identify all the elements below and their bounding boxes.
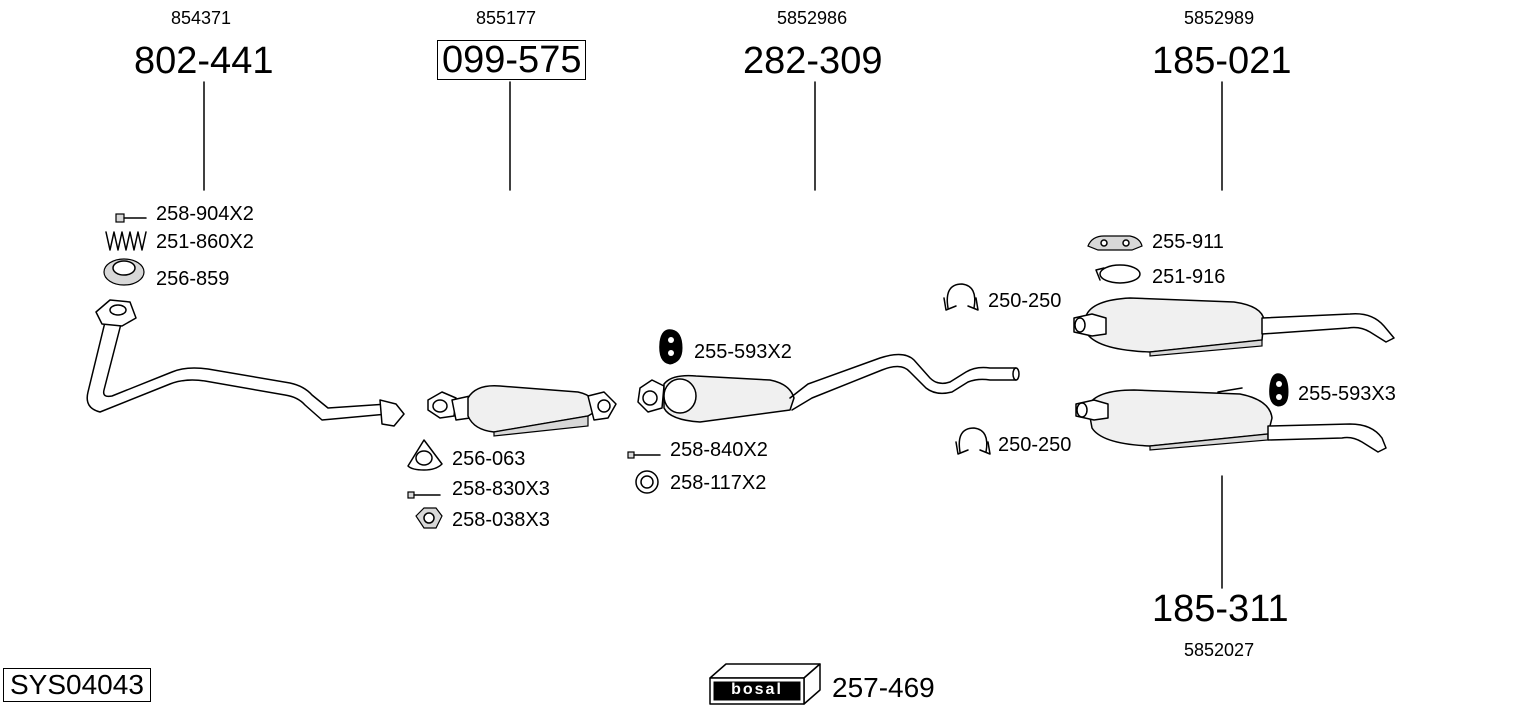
- accessory-label: 251-860X2: [156, 231, 254, 253]
- accessory-label: 250-250: [988, 290, 1062, 312]
- accessory-label: 251-916: [1152, 266, 1226, 288]
- part-number: 282-309: [743, 40, 883, 82]
- washer-icon: [635, 470, 659, 494]
- rubber-mount-icon: [1269, 373, 1289, 407]
- accessory-label: 258-117X2: [670, 472, 767, 494]
- clamp-icon: [955, 427, 991, 455]
- system-code: SYS04043: [3, 668, 151, 702]
- accessory-label: 255-593X2: [694, 341, 792, 363]
- flange-gasket-icon: [407, 439, 443, 471]
- accessory-label: 258-840X2: [670, 439, 768, 461]
- nut-icon: [415, 507, 443, 529]
- gasket-ring-icon: [103, 258, 145, 286]
- accessory-label: 256-859: [156, 268, 230, 290]
- part-number: 185-311: [1152, 588, 1289, 630]
- front-pipe: [86, 299, 405, 427]
- bolt-icon: [407, 491, 441, 499]
- bolt-icon: [115, 213, 147, 223]
- logo-part-number: 257-469: [832, 672, 935, 703]
- bolt-icon: [627, 451, 661, 459]
- rear-silencer-185-021: [1073, 297, 1395, 357]
- part-number: 802-441: [134, 40, 274, 82]
- clamp-band-icon: [1095, 264, 1141, 284]
- part-number: 185-021: [1152, 40, 1292, 82]
- accessory-label: 255-593X3: [1298, 383, 1396, 405]
- oe-number: 5852989: [1184, 8, 1255, 28]
- logo-text: bosal: [731, 681, 783, 698]
- part-number-boxed: 099-575: [437, 40, 587, 80]
- oe-number: 854371: [171, 8, 232, 28]
- spring-icon: [105, 231, 147, 251]
- clamp-icon: [943, 283, 979, 311]
- middle-silencer: [637, 353, 1020, 423]
- rubber-mount-icon: [659, 329, 683, 365]
- hanger-icon: [1087, 235, 1143, 251]
- oe-number: 5852986: [777, 8, 848, 28]
- accessory-label: 250-250: [998, 434, 1072, 456]
- oe-number: 855177: [476, 8, 537, 28]
- catalytic-converter: [427, 385, 617, 437]
- oe-number: 5852027: [1184, 640, 1255, 660]
- bosal-logo: [709, 663, 821, 705]
- accessory-label: 256-063: [452, 448, 526, 470]
- accessory-label: 258-830X3: [452, 478, 550, 500]
- accessory-label: 258-038X3: [452, 509, 550, 531]
- accessory-label: 255-911: [1152, 231, 1224, 253]
- accessory-label: 258-904X2: [156, 203, 254, 225]
- rear-silencer-185-311: [1075, 387, 1387, 453]
